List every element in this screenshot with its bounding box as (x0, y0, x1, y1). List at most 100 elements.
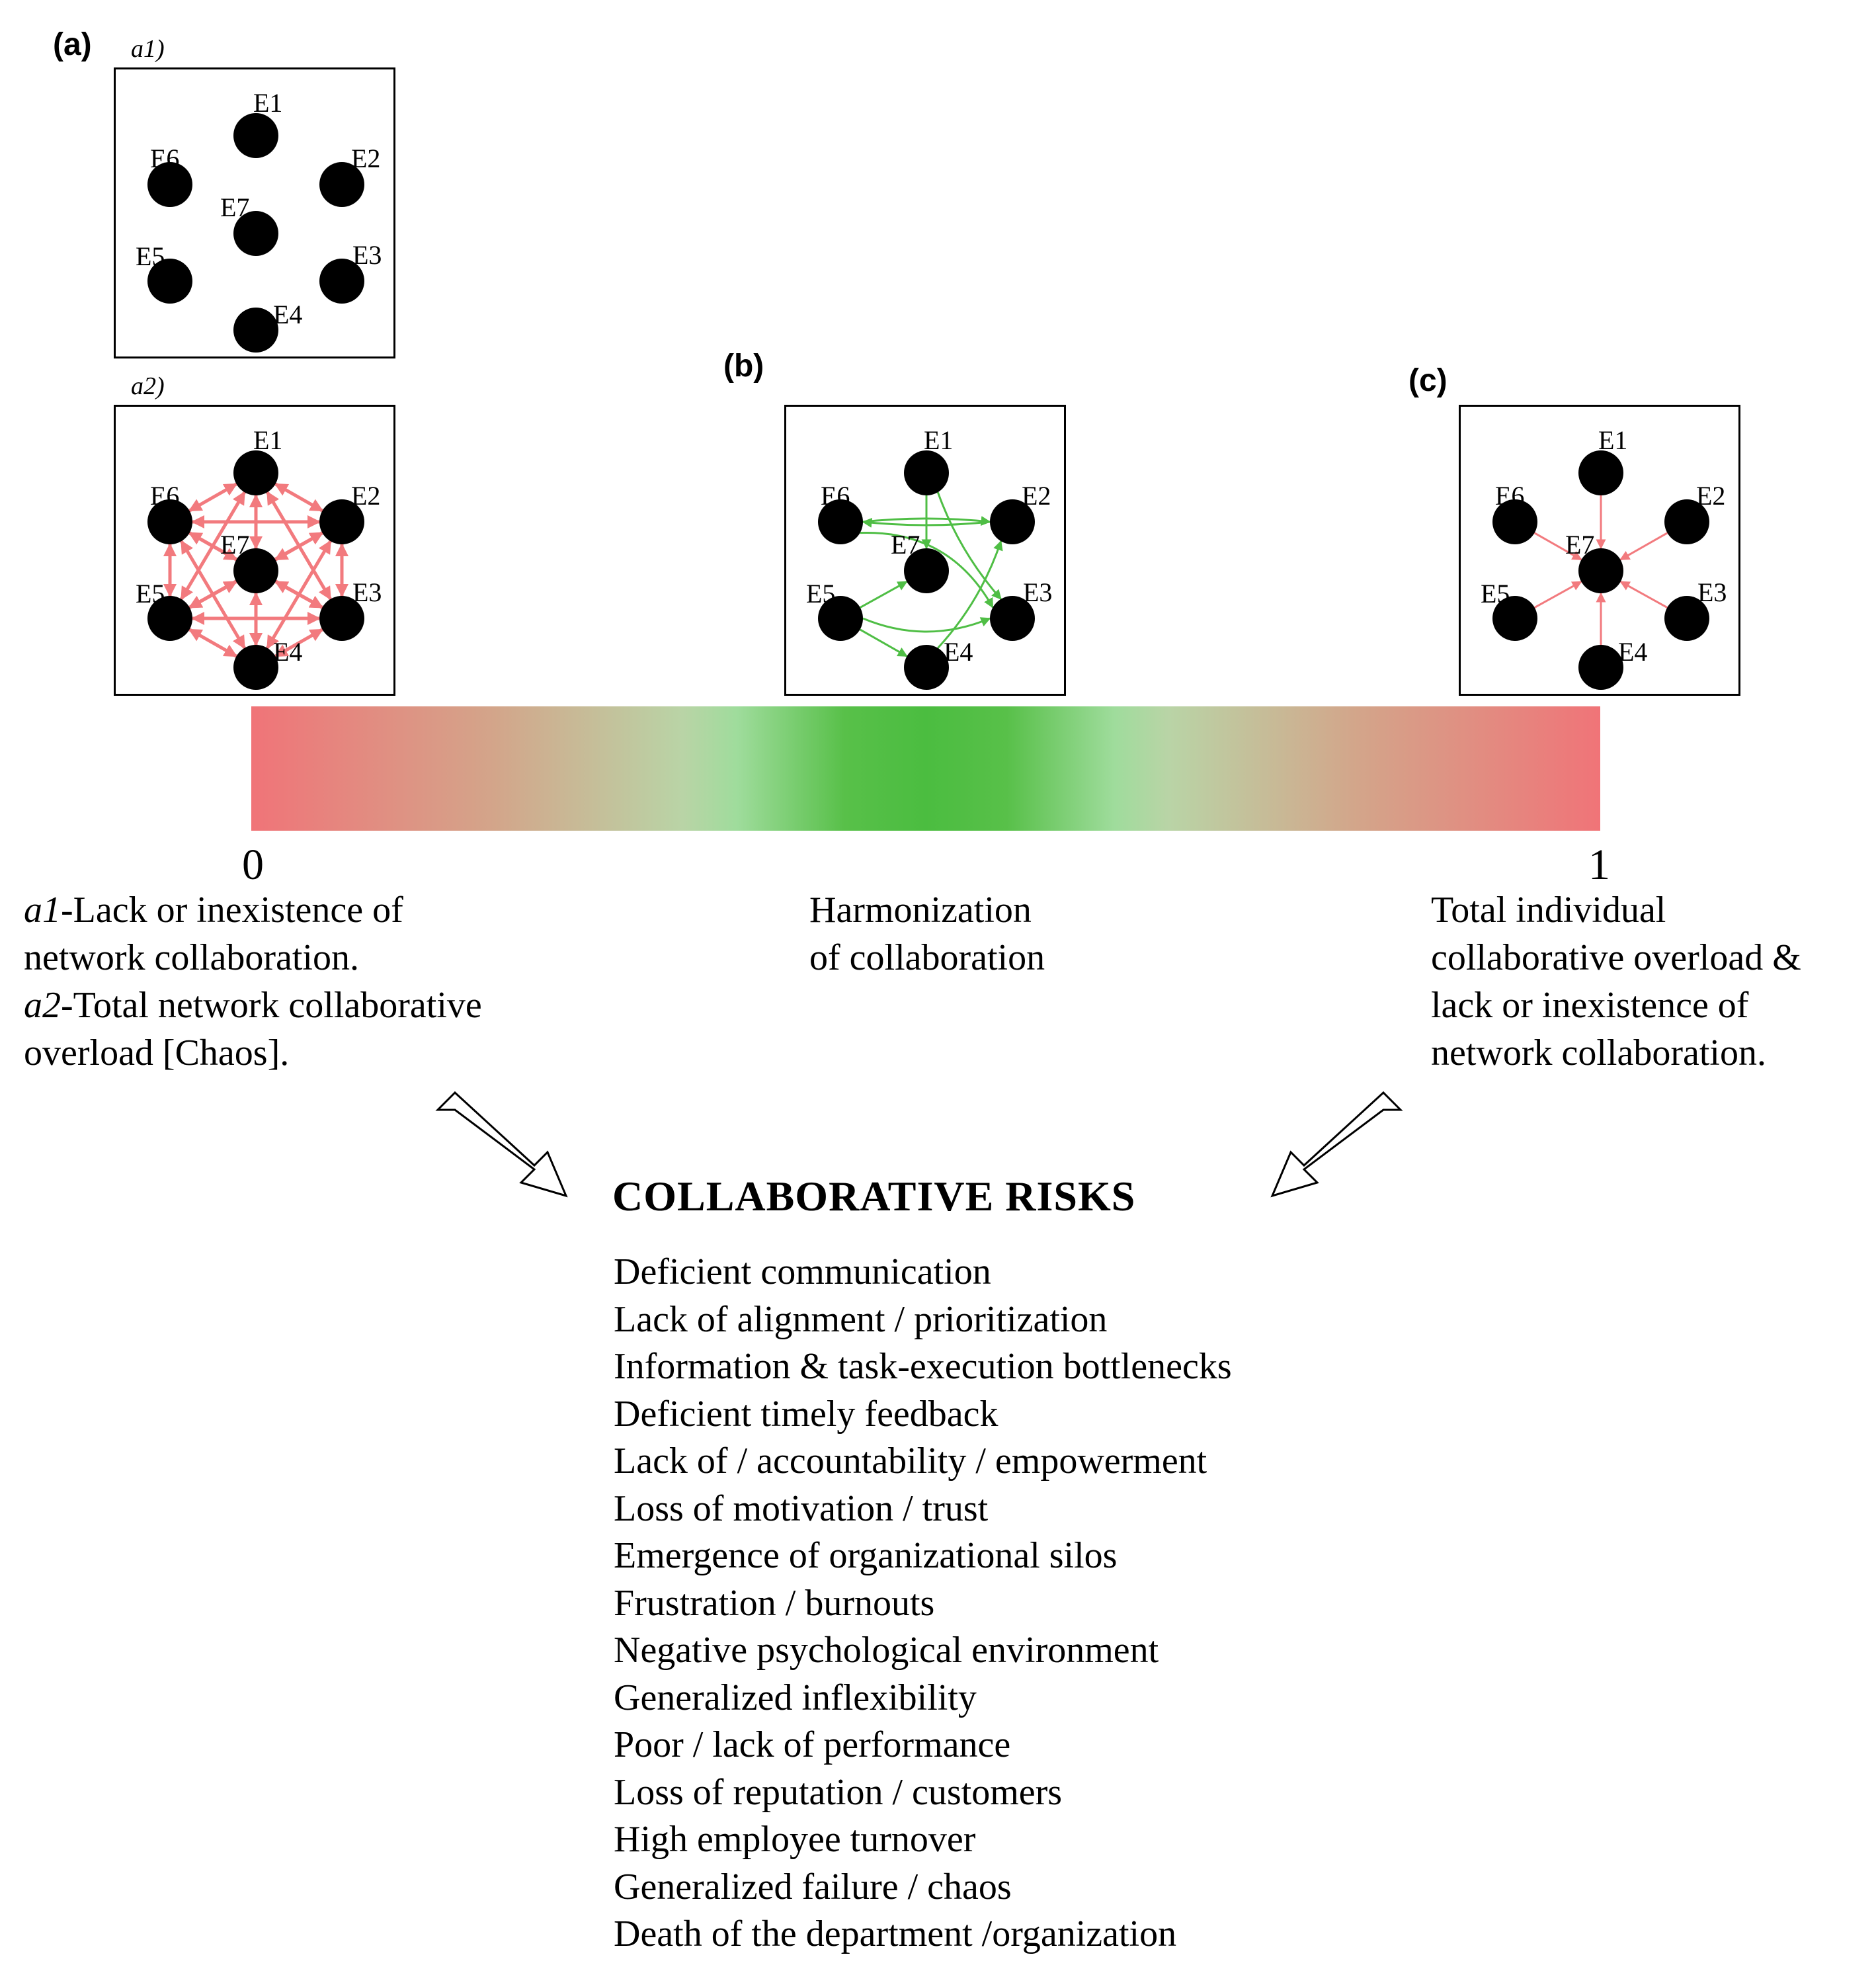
risk-item: Deficient timely feedback (614, 1393, 999, 1435)
node-E7 (233, 211, 278, 256)
risk-item: High employee turnover (614, 1819, 976, 1860)
caption-a1-prefix: a1 (24, 890, 61, 931)
caption-a2-prefix: a2 (24, 985, 61, 1026)
node-label-E2: E2 (351, 481, 380, 511)
caption-left: a1-Lack or inexistence of network collab… (24, 886, 592, 1077)
node-E2 (319, 162, 364, 207)
caption-a2-text: -Total network collaborative (61, 985, 482, 1026)
edge-E2-E7 (274, 531, 324, 562)
edge-E1-E3 (936, 491, 1002, 600)
node-label-E2: E2 (1022, 481, 1051, 511)
node-label-E4: E4 (1618, 637, 1647, 667)
risk-item: Loss of reputation / customers (614, 1771, 1063, 1813)
node-label-E3: E3 (1697, 577, 1727, 607)
caption-a2-line2: overload [Chaos]. (24, 1032, 290, 1073)
risk-item: Emergence of organizational silos (614, 1535, 1118, 1576)
node-E5 (818, 596, 863, 641)
node-label-E7: E7 (891, 530, 920, 560)
risk-item: Lack of alignment / prioritization (614, 1298, 1108, 1340)
edge-E5-E3 (862, 617, 991, 633)
node-label-E1: E1 (1598, 425, 1627, 455)
node-label-E6: E6 (1495, 481, 1524, 511)
panel-label-c: (c) (1408, 363, 1448, 398)
edge-E6-E7 (1533, 532, 1582, 561)
node-label-E4: E4 (273, 637, 302, 667)
scale-min-label: 0 (242, 841, 264, 889)
subpanel-label-a2: a2) (131, 372, 165, 400)
node-E2 (319, 499, 364, 544)
node-E1 (233, 450, 278, 495)
node-label-E5: E5 (136, 241, 165, 271)
node-E6 (147, 499, 192, 544)
edge-E3-E4 (274, 628, 324, 658)
node-E2 (1664, 499, 1709, 544)
caption-right-line: network collaboration. (1431, 1032, 1766, 1073)
risk-item: Deficient communication (614, 1251, 991, 1292)
scale-max-label: 1 (1588, 841, 1610, 889)
node-label-E1: E1 (253, 88, 282, 118)
edge-E6-E7 (188, 531, 238, 562)
edge-E5-E7 (860, 581, 908, 608)
risk-item: Lack of / accountability / empowerment (614, 1441, 1207, 1482)
node-label-E7: E7 (220, 530, 249, 560)
risks-title: COLLABORATIVE RISKS (612, 1173, 1136, 1220)
node-label-E2: E2 (1696, 481, 1725, 511)
edge-E4-E5 (188, 628, 238, 658)
caption-right-line: collaborative overload & (1431, 937, 1801, 978)
node-E1 (233, 113, 278, 158)
node-label-E1: E1 (253, 425, 282, 455)
node-E1 (904, 450, 949, 495)
node-label-E3: E3 (352, 577, 382, 607)
node-E6 (818, 499, 863, 544)
node-E3 (319, 259, 364, 304)
node-E2 (990, 499, 1035, 544)
caption-middle: Harmonization of collaboration (809, 886, 1206, 982)
caption-right: Total individual collaborative overload … (1431, 886, 1867, 1077)
node-E7 (1578, 548, 1623, 593)
edge-E1-E2 (274, 482, 324, 513)
caption-right-line: lack or inexistence of (1431, 985, 1749, 1026)
node-label-E2: E2 (351, 144, 380, 173)
node-label-E4: E4 (273, 300, 302, 329)
node-E3 (319, 596, 364, 641)
node-E5 (147, 596, 192, 641)
node-label-E5: E5 (136, 579, 165, 608)
node-E6 (1492, 499, 1537, 544)
risk-item: Generalized failure / chaos (614, 1866, 1012, 1907)
node-label-E4: E4 (944, 637, 973, 667)
node-E7 (904, 548, 949, 593)
risk-item: Negative psychological environment (614, 1630, 1159, 1671)
node-label-E6: E6 (150, 481, 179, 511)
risk-item: Generalized inflexibility (614, 1677, 977, 1718)
caption-right-line: Total individual (1431, 890, 1666, 931)
node-E4 (904, 645, 949, 690)
node-label-E7: E7 (1565, 530, 1594, 560)
caption-a1-text: -Lack or inexistence of (61, 890, 403, 931)
collaboration-gradient-bar (251, 706, 1600, 831)
caption-middle-line: of collaboration (809, 937, 1045, 978)
caption-a1-line2: network collaboration. (24, 937, 359, 978)
risks-list: Deficient communication Lack of alignmen… (614, 1249, 1232, 1958)
node-E5 (147, 259, 192, 304)
node-E3 (1664, 596, 1709, 641)
node-label-E5: E5 (806, 579, 835, 608)
node-E7 (233, 548, 278, 593)
edge-E2-E6 (862, 517, 991, 528)
node-E4 (233, 308, 278, 353)
edge-E4-E2 (937, 540, 1003, 649)
caption-middle-line: Harmonization (809, 890, 1032, 931)
edge-E5-E7 (1534, 581, 1582, 608)
node-E6 (147, 162, 192, 207)
risk-item: Death of the department /organization (614, 1913, 1177, 1954)
left-hollow-arrow-icon (435, 1091, 568, 1198)
node-E5 (1492, 596, 1537, 641)
edge-E5-E4 (859, 628, 908, 657)
node-E4 (233, 645, 278, 690)
